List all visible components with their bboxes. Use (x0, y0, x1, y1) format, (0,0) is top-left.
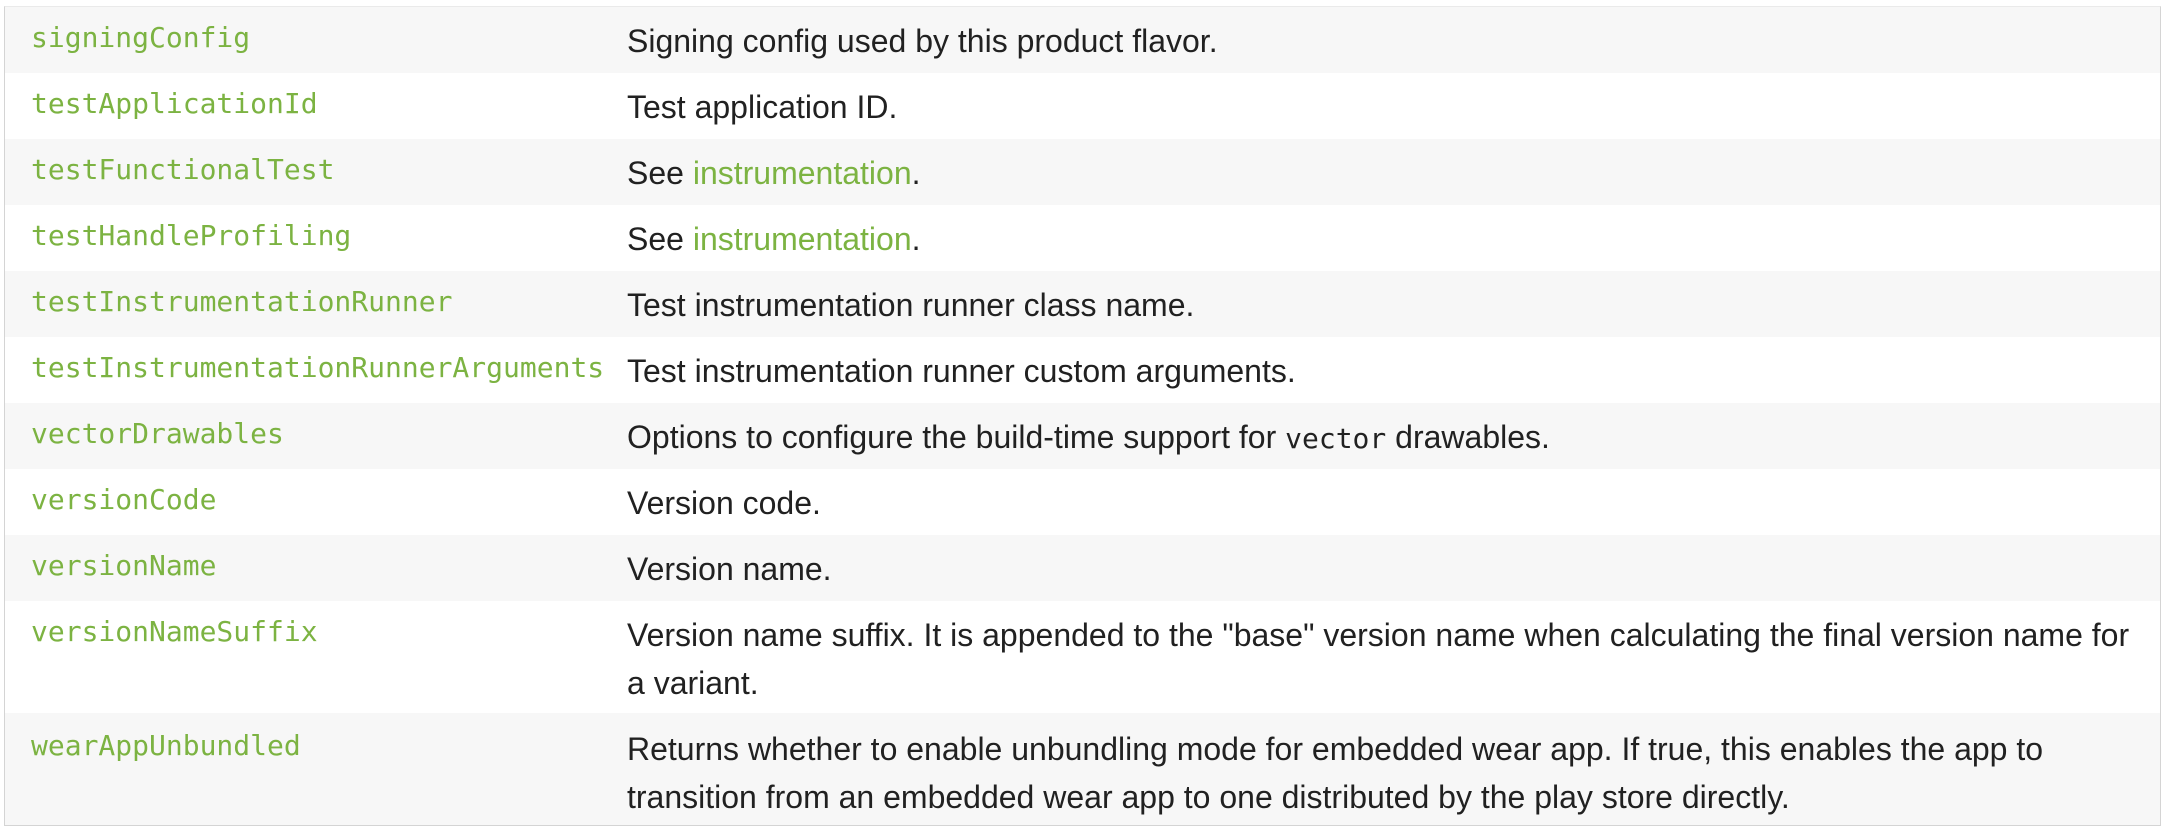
property-name-link[interactable]: wearAppUnbundled (31, 729, 301, 762)
table-row: signingConfig Signing config used by thi… (5, 7, 2160, 73)
description-text: See (627, 155, 693, 191)
table-row: testFunctionalTest See instrumentation. (5, 139, 2160, 205)
property-description: Test instrumentation runner class name. (627, 287, 1195, 323)
description-text: drawables. (1386, 419, 1550, 455)
description-text: Options to configure the build-time supp… (627, 419, 1286, 455)
property-description: Test application ID. (627, 89, 898, 125)
property-description: Version name. (627, 551, 832, 587)
property-name-link[interactable]: testFunctionalTest (31, 153, 335, 186)
table-row: vectorDrawables Options to configure the… (5, 403, 2160, 469)
property-description: Returns whether to enable unbundling mod… (627, 731, 2044, 815)
property-description: Version name suffix. It is appended to t… (627, 617, 2130, 701)
table-row: versionCode Version code. (5, 469, 2160, 535)
properties-table: signingConfig Signing config used by thi… (4, 6, 2161, 826)
table-row: testInstrumentationRunner Test instrumen… (5, 271, 2160, 337)
table-row: testApplicationId Test application ID. (5, 73, 2160, 139)
table-row: testInstrumentationRunnerArguments Test … (5, 337, 2160, 403)
property-name-link[interactable]: testInstrumentationRunner (31, 285, 453, 318)
property-description: Options to configure the build-time supp… (627, 413, 2135, 463)
property-description: Test instrumentation runner custom argum… (627, 353, 1296, 389)
instrumentation-link[interactable]: instrumentation (692, 155, 912, 191)
property-name-link[interactable]: versionCode (31, 483, 217, 516)
property-name-link[interactable]: versionName (31, 549, 217, 582)
property-description: See instrumentation. (627, 149, 2135, 197)
description-text: . (911, 221, 921, 257)
property-description: Signing config used by this product flav… (627, 23, 1218, 59)
table-row: versionNameSuffix Version name suffix. I… (5, 601, 2160, 713)
property-name-link[interactable]: testHandleProfiling (31, 219, 352, 252)
instrumentation-link[interactable]: instrumentation (692, 221, 912, 257)
property-description: See instrumentation. (627, 215, 2135, 263)
table-row: wearAppUnbundled Returns whether to enab… (5, 713, 2160, 825)
description-text: See (627, 221, 693, 257)
property-name-link[interactable]: signingConfig (31, 21, 251, 54)
table-row: versionName Version name. (5, 535, 2160, 601)
table-row: testHandleProfiling See instrumentation. (5, 205, 2160, 271)
inline-code: vector (1285, 422, 1387, 455)
property-name-link[interactable]: versionNameSuffix (31, 615, 318, 648)
property-name-link[interactable]: vectorDrawables (31, 417, 284, 450)
property-description: Version code. (627, 485, 821, 521)
description-text: . (911, 155, 921, 191)
property-name-link[interactable]: testApplicationId (31, 87, 318, 120)
property-name-link[interactable]: testInstrumentationRunnerArguments (31, 351, 605, 384)
